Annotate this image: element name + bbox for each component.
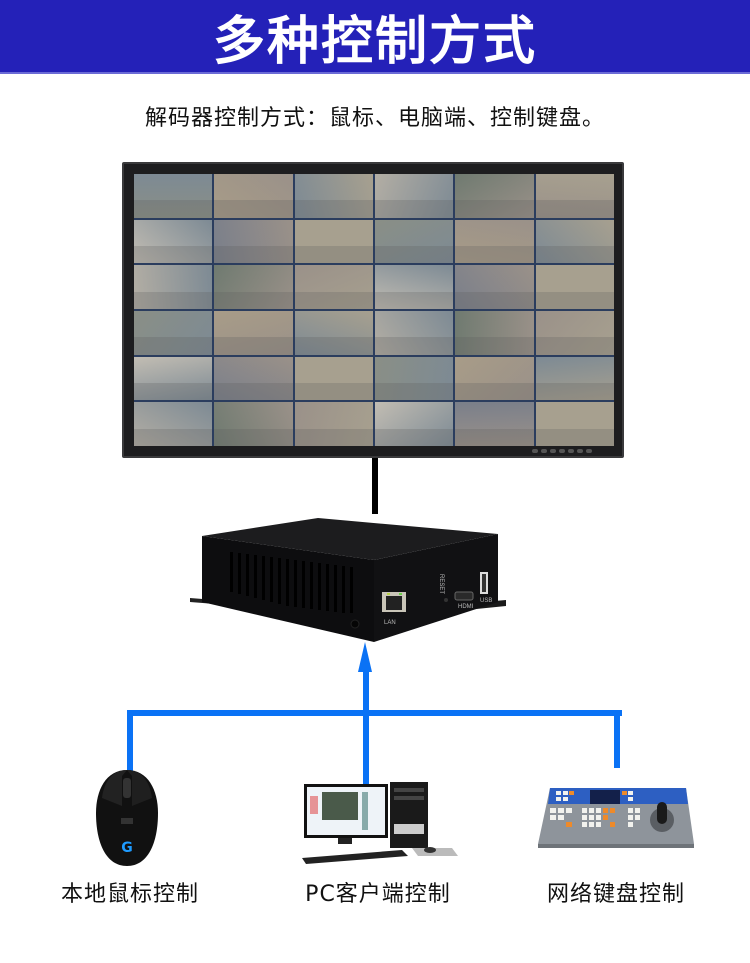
- decoder-device: LAN HDMI USB RESET: [188, 516, 508, 648]
- camera-tile: [214, 402, 293, 446]
- camera-tile: [535, 356, 614, 401]
- camera-tile: [214, 174, 293, 218]
- network-keyboard-control-label: 网络键盘控制: [546, 882, 685, 907]
- camera-tile: [134, 265, 213, 309]
- network-keyboard-device: [536, 784, 696, 852]
- camera-tile: [294, 356, 373, 401]
- monitor-icon: [122, 162, 624, 458]
- lan-port-label: LAN: [384, 620, 396, 626]
- reset-label: RESET: [438, 574, 444, 595]
- camera-tile: [455, 402, 534, 446]
- camera-tile: [375, 311, 454, 355]
- camera-tile: [214, 265, 293, 309]
- camera-tile: [375, 265, 454, 309]
- camera-tile: [134, 402, 213, 446]
- camera-tile: [455, 174, 534, 218]
- monitor-cable: [372, 458, 378, 514]
- camera-tile: [294, 265, 373, 309]
- camera-tile: [375, 356, 454, 401]
- keyboard-drop-line: [614, 710, 620, 768]
- control-keyboard-icon: [538, 788, 694, 848]
- mouse-device: G: [92, 768, 162, 868]
- camera-tile: [455, 265, 534, 309]
- svg-text:G: G: [121, 840, 133, 856]
- arrow-up-icon: [358, 642, 372, 672]
- camera-grid: [134, 174, 614, 446]
- camera-tile: [455, 311, 534, 355]
- camera-tile: [294, 311, 373, 355]
- camera-tile: [134, 356, 213, 401]
- camera-tile: [375, 174, 454, 218]
- camera-tile: [535, 219, 614, 264]
- subtitle: 解码器控制方式：鼠标、电脑端、控制键盘。: [144, 106, 605, 131]
- camera-tile: [535, 311, 614, 355]
- camera-tile: [214, 311, 293, 355]
- camera-tile: [455, 219, 534, 264]
- camera-tile: [375, 219, 454, 264]
- desktop-pc-icon: [302, 782, 458, 864]
- hdmi-port-label: HDMI: [458, 604, 474, 610]
- page-title: 多种控制方式: [212, 11, 537, 72]
- camera-tile: [214, 219, 293, 264]
- camera-tile: [214, 356, 293, 401]
- pc-device: [302, 778, 462, 864]
- camera-tile: [294, 219, 373, 264]
- camera-tile: [134, 174, 213, 218]
- camera-tile: [134, 311, 213, 355]
- camera-tile: [535, 174, 614, 218]
- mouse-icon: G: [96, 770, 158, 866]
- camera-tile: [294, 402, 373, 446]
- uplink-line: [363, 668, 369, 784]
- pc-client-control-label: PC客户端控制: [305, 882, 451, 907]
- mouse-control-label: 本地鼠标控制: [60, 882, 199, 907]
- camera-tile: [455, 356, 534, 401]
- camera-tile: [375, 402, 454, 446]
- header-banner: 多种控制方式: [0, 0, 750, 74]
- monitor-buttons: [532, 449, 592, 453]
- camera-tile: [134, 219, 213, 264]
- camera-tile: [535, 402, 614, 446]
- bus-line: [127, 710, 622, 716]
- usb-port-label: USB: [480, 598, 493, 604]
- camera-tile: [294, 174, 373, 218]
- mouse-drop-line: [127, 710, 133, 772]
- camera-tile: [535, 265, 614, 309]
- decoder-box-icon: [190, 518, 506, 642]
